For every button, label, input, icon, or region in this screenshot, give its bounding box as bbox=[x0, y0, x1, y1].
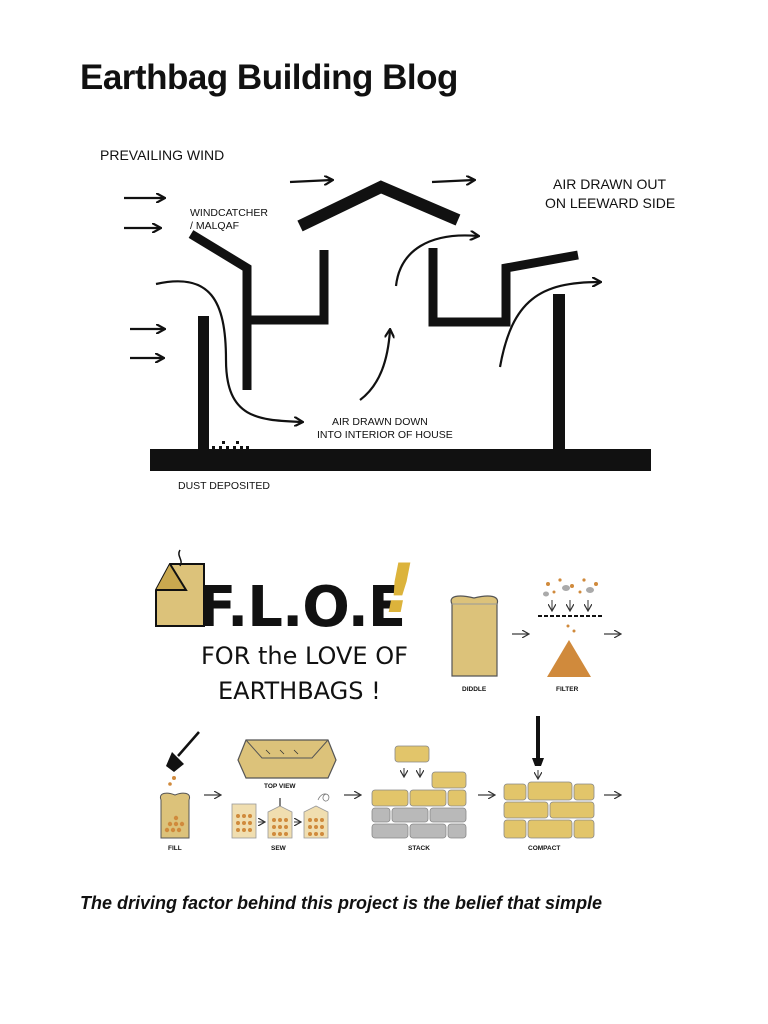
dust-label: DUST DEPOSITED bbox=[178, 480, 270, 492]
air-out-label-2: ON LEEWARD SIDE bbox=[545, 195, 675, 211]
fill-bag-icon bbox=[159, 792, 191, 839]
filter-label: FILTER bbox=[556, 686, 579, 693]
fill-label: FILL bbox=[168, 845, 182, 852]
right-wall bbox=[553, 294, 565, 450]
floe-subtitle-1: FOR the LOVE OF bbox=[201, 642, 408, 670]
floe-title: F.L.O.E bbox=[198, 575, 405, 640]
air-down-label: AIR DRAWN DOWN bbox=[332, 416, 428, 428]
top-view-label: TOP VIEW bbox=[264, 783, 296, 790]
sew-bags-icon bbox=[231, 793, 330, 839]
inner-ceiling-right bbox=[428, 248, 579, 327]
top-view-bag-icon bbox=[237, 739, 337, 779]
page-title: Earthbag Building Blog bbox=[80, 58, 458, 97]
windcatcher-label-2: / MALQAF bbox=[190, 220, 239, 232]
floe-exclamation: ! bbox=[384, 550, 415, 629]
prevailing-wind-label: PREVAILING WIND bbox=[100, 147, 224, 163]
diddle-label: DIDDLE bbox=[462, 686, 487, 693]
ground-slab bbox=[150, 449, 651, 471]
sew-label: SEW bbox=[271, 845, 287, 852]
air-down-label-2: INTO INTERIOR OF HOUSE bbox=[317, 429, 453, 441]
inner-ceiling-left bbox=[247, 250, 329, 325]
wind-arrows bbox=[124, 180, 474, 358]
windcatcher-label: WINDCATCHER bbox=[190, 207, 268, 219]
caption-text: The driving factor behind this project i… bbox=[80, 893, 603, 913]
roof bbox=[297, 180, 461, 232]
airflow-curves bbox=[155, 235, 600, 422]
stack-label: STACK bbox=[408, 845, 430, 852]
dust-dots bbox=[212, 441, 249, 449]
diddle-bag-icon bbox=[450, 595, 499, 677]
windcatcher-shaft bbox=[188, 230, 252, 390]
air-out-label: AIR DRAWN OUT bbox=[553, 176, 666, 192]
floe-subtitle-2: EARTHBAGS ! bbox=[218, 677, 381, 705]
shovel-icon bbox=[166, 731, 200, 786]
compact-label: COMPACT bbox=[528, 845, 560, 852]
stack-icon bbox=[371, 745, 467, 839]
logo-bag-icon bbox=[155, 549, 205, 627]
compact-icon bbox=[503, 716, 595, 839]
filter-icon bbox=[538, 578, 602, 677]
left-wall bbox=[198, 316, 209, 450]
